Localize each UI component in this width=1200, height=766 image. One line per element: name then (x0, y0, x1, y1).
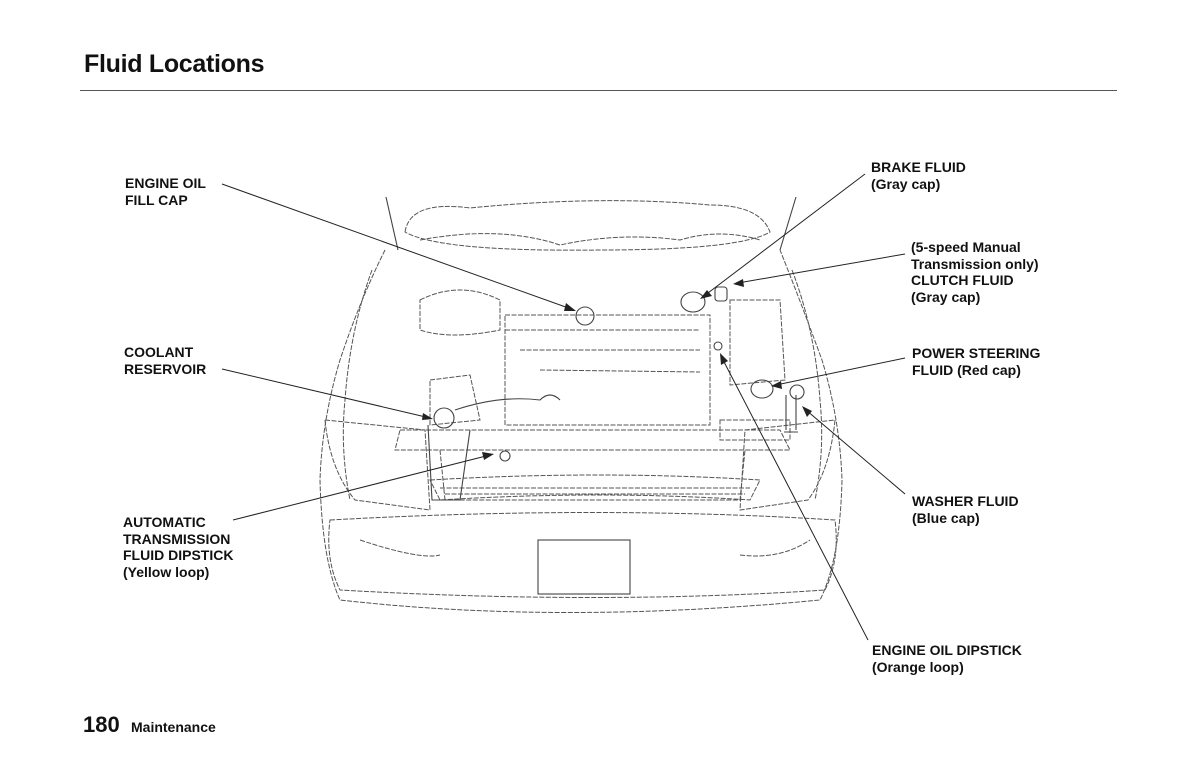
atf-dipstick-loop (499, 450, 511, 462)
grille (429, 474, 761, 501)
radiator-support (394, 429, 791, 451)
leader-atf-dipstick (232, 454, 491, 521)
page-title: Fluid Locations (84, 50, 265, 78)
page-number: 180 (83, 712, 120, 737)
oil-fill-cap (575, 306, 595, 326)
headlight-left (324, 419, 431, 511)
leader-washer-fluid (805, 409, 906, 495)
coolant-hose (454, 394, 561, 411)
washer-reservoir-neck (784, 395, 798, 433)
washer-cap (789, 384, 805, 400)
coolant-reservoir (427, 424, 471, 501)
callout-washer-fluid: WASHER FLUID (Blue cap) (912, 493, 1019, 526)
clutch-reservoir (714, 286, 728, 302)
headlight-right (739, 419, 836, 511)
leader-engine-oil-dipstick (721, 357, 869, 641)
callout-atf-dipstick: AUTOMATIC TRANSMISSION FLUID DIPSTICK (Y… (123, 514, 234, 580)
callout-engine-oil-fill-cap: ENGINE OIL FILL CAP (125, 175, 206, 208)
brake-reservoir (680, 291, 706, 313)
title-divider (80, 90, 1117, 91)
hood-underside (404, 200, 771, 251)
hood-strut-left (385, 196, 399, 251)
leader-brake-fluid (703, 173, 866, 297)
coolant-reservoir-cap (433, 407, 455, 429)
callout-power-steering-fluid: POWER STEERING FLUID (Red cap) (912, 345, 1041, 378)
hood-strut-right (779, 196, 797, 251)
car-front-drawing (319, 196, 843, 613)
section-name: Maintenance (131, 719, 216, 735)
callout-brake-fluid: BRAKE FLUID (Gray cap) (871, 159, 966, 192)
leader-clutch-fluid (737, 253, 906, 284)
bumper (328, 512, 837, 598)
leader-power-steering (775, 357, 906, 386)
license-plate (537, 539, 631, 595)
oil-dipstick-loop (713, 341, 723, 351)
power-steering-reservoir (750, 379, 774, 399)
leader-engine-oil-fill-cap (221, 183, 575, 311)
leader-coolant-reservoir (221, 368, 431, 419)
leader-lines (221, 173, 906, 641)
body-outline (319, 249, 843, 613)
callout-clutch-fluid: (5-speed Manual Transmission only) CLUTC… (911, 239, 1039, 305)
engine-block (504, 314, 711, 426)
callout-coolant-reservoir: COOLANT RESERVOIR (124, 344, 207, 377)
callout-engine-oil-dipstick: ENGINE OIL DIPSTICK (Orange loop) (872, 642, 1022, 675)
